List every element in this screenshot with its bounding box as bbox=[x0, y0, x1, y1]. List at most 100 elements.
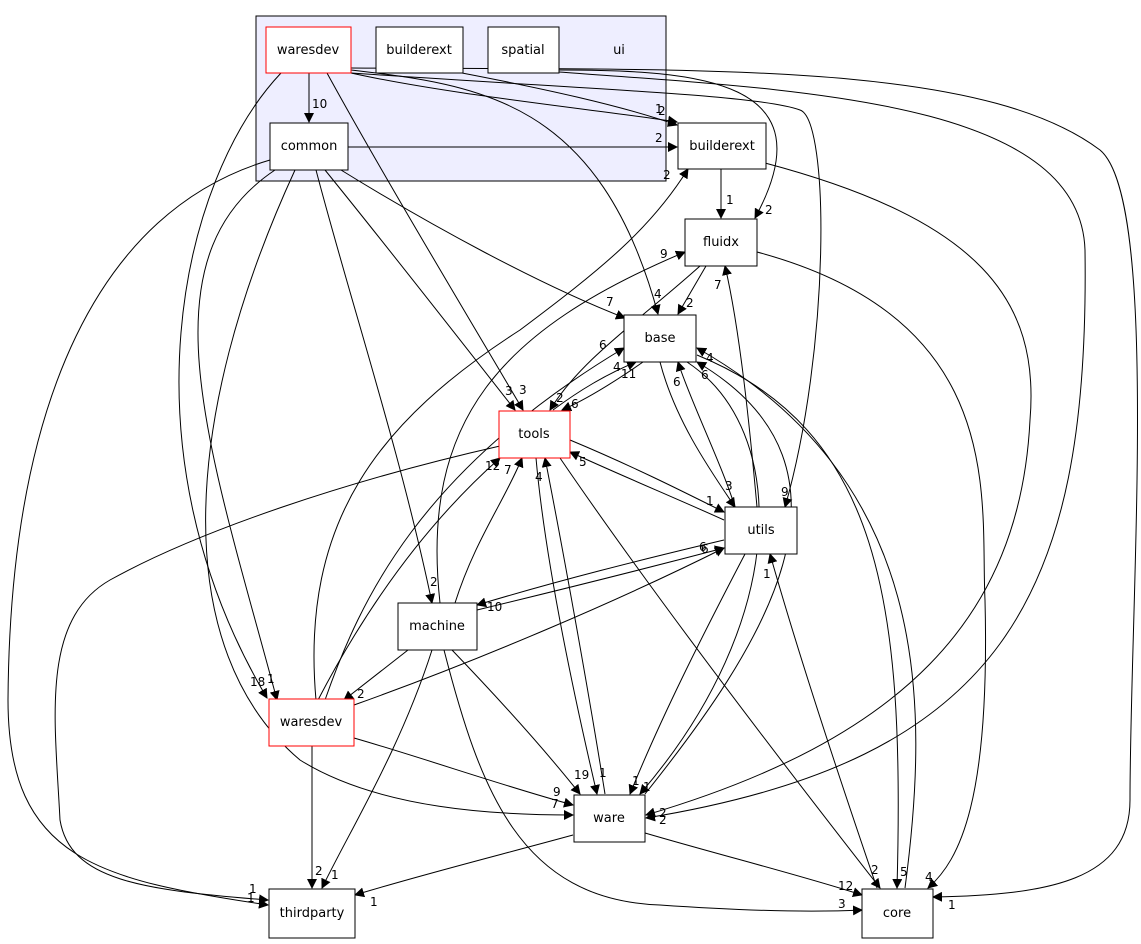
edge-label: 12 bbox=[838, 879, 853, 893]
edge-label: 1 bbox=[599, 766, 607, 780]
edge-ware-to-core bbox=[644, 832, 863, 897]
edge-ware-to-tools bbox=[541, 457, 606, 795]
node-machine[interactable]: machine bbox=[397, 602, 478, 651]
edge-label: 6 bbox=[701, 542, 709, 556]
edge-utils-to-tools bbox=[569, 451, 725, 521]
node-tools-label: tools bbox=[518, 427, 550, 442]
edge-base-to-utils bbox=[659, 361, 736, 508]
node-ware-label: ware bbox=[593, 811, 625, 826]
edge-label: 2 bbox=[315, 864, 323, 878]
node-machine-box bbox=[397, 602, 478, 651]
edge-label: 2 bbox=[658, 104, 666, 118]
edge-label: 2 bbox=[430, 575, 438, 589]
edge-spatial-to-fluidx bbox=[558, 69, 778, 219]
node-thirdparty[interactable]: thirdparty bbox=[268, 888, 356, 939]
nodes: waresdev builderext spatial common build… bbox=[265, 26, 934, 939]
edge-waresdev-ui-to-tools bbox=[326, 72, 524, 411]
edge-label: 5 bbox=[900, 865, 908, 879]
edge-fluidx-to-base bbox=[677, 265, 707, 315]
node-base-box bbox=[623, 314, 697, 363]
edge-builderext-to-ware bbox=[645, 162, 1032, 818]
edge-label: 3 bbox=[519, 383, 527, 397]
node-thirdparty-box bbox=[268, 888, 356, 939]
edge-label: 9 bbox=[781, 485, 789, 499]
edge-label: 9 bbox=[553, 785, 561, 799]
edge-fluidx-to-tools bbox=[549, 265, 701, 411]
node-spatial[interactable]: spatial bbox=[487, 26, 560, 74]
node-builderext-ui[interactable]: builderext bbox=[375, 26, 464, 74]
node-tools[interactable]: tools bbox=[498, 410, 571, 459]
node-builderext-box bbox=[677, 122, 767, 170]
edge-label: 6 bbox=[571, 397, 579, 411]
node-waresdev-box bbox=[268, 698, 355, 747]
edge-waresdev-to-ware bbox=[353, 737, 574, 808]
edge-label: 6 bbox=[701, 368, 709, 382]
edge-common-to-thirdparty bbox=[7, 159, 271, 909]
edge-label: 2 bbox=[871, 863, 879, 877]
node-tools-box bbox=[498, 410, 571, 459]
edge-label: 6 bbox=[699, 540, 707, 554]
edge-label: 2 bbox=[765, 203, 773, 217]
edge-label: 3 bbox=[505, 384, 513, 398]
edge-label: 4 bbox=[925, 870, 933, 884]
edge-waresdev-ui-to-core bbox=[350, 67, 1138, 902]
edge-tools-to-base bbox=[552, 360, 637, 411]
edge-label: 2 bbox=[659, 813, 667, 827]
edge-label: 1 bbox=[706, 494, 714, 508]
edge-label: 5 bbox=[579, 455, 587, 469]
edge-label: 4 bbox=[654, 287, 662, 301]
cluster-ui-label: ui bbox=[613, 43, 625, 58]
node-waresdev-ui-box bbox=[265, 26, 352, 74]
edges bbox=[7, 67, 1138, 916]
node-core-label: core bbox=[883, 906, 911, 921]
edge-machine-to-core bbox=[443, 649, 863, 916]
edge-waresdev-to-utils bbox=[353, 547, 725, 706]
edge-label: 2 bbox=[659, 806, 667, 820]
edge-label: 1 bbox=[643, 780, 651, 794]
edge-labels: 10 1 2 2 2 1 2 9 2 7 7 4 6 4 11 6 6 4 7 … bbox=[247, 97, 956, 912]
edge-label: 10 bbox=[487, 600, 502, 614]
edge-label: 1 bbox=[726, 193, 734, 207]
edge-label: 1 bbox=[247, 891, 255, 905]
edge-label: 1 bbox=[948, 898, 956, 912]
node-fluidx[interactable]: fluidx bbox=[684, 218, 758, 267]
edge-label: 1 bbox=[370, 895, 378, 909]
node-ware[interactable]: ware bbox=[573, 794, 646, 843]
node-common-box bbox=[269, 122, 349, 171]
edge-label: 3 bbox=[838, 897, 846, 911]
node-waresdev-ui[interactable]: waresdev bbox=[265, 26, 352, 74]
node-core[interactable]: core bbox=[861, 888, 934, 939]
edge-label: 4 bbox=[613, 360, 621, 374]
edge-label: 7 bbox=[714, 278, 722, 292]
edge-fluidx-to-core bbox=[756, 251, 987, 889]
node-fluidx-box bbox=[684, 218, 758, 267]
edge-waresdev-to-tools bbox=[317, 457, 501, 701]
node-utils[interactable]: utils bbox=[724, 506, 798, 555]
edge-label: 2 bbox=[556, 391, 564, 405]
edge-label: 7 bbox=[551, 797, 559, 811]
edge-common-to-waresdev bbox=[197, 169, 280, 701]
edge-label: 7 bbox=[504, 463, 512, 477]
node-base[interactable]: base bbox=[623, 314, 697, 363]
edge-label: 1 bbox=[655, 102, 663, 116]
node-common[interactable]: common bbox=[269, 122, 349, 171]
edge-base-to-core bbox=[696, 354, 903, 889]
edge-label: 1 bbox=[763, 567, 771, 581]
node-builderext[interactable]: builderext bbox=[677, 122, 767, 170]
edge-label: 1 bbox=[267, 672, 275, 686]
edge-ware-to-thirdparty bbox=[354, 834, 574, 898]
node-machine-label: machine bbox=[409, 619, 465, 634]
edge-builderext-ui-to-builderext bbox=[461, 72, 678, 127]
node-ware-box bbox=[573, 794, 646, 843]
edge-label: 6 bbox=[673, 375, 681, 389]
edge-label: 2 bbox=[357, 687, 365, 701]
edge-spatial-to-ware bbox=[558, 71, 1086, 822]
edge-core-to-utils bbox=[767, 553, 878, 889]
edge-core-to-base bbox=[696, 347, 917, 889]
edge-common-to-ware bbox=[205, 169, 574, 820]
edge-common-to-base bbox=[340, 169, 626, 320]
node-waresdev[interactable]: waresdev bbox=[268, 698, 355, 747]
edge-ware-to-base bbox=[644, 361, 792, 795]
node-waresdev-label: waresdev bbox=[280, 715, 343, 730]
